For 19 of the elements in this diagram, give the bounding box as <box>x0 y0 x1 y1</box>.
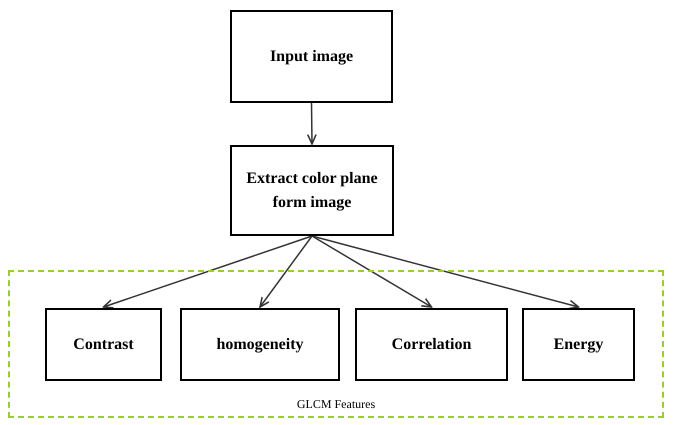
process-box <box>355 308 508 381</box>
box-label: Energy <box>552 334 604 354</box>
process-box <box>180 308 340 381</box>
box-label: Extract color plane form image <box>245 168 379 212</box>
process-box <box>230 145 394 236</box>
arrow <box>259 236 313 308</box>
process-box <box>45 308 162 381</box>
process-box <box>230 10 393 103</box>
group-frame <box>8 270 664 418</box>
arrow <box>312 235 580 310</box>
box-label: Contrast <box>72 334 135 354</box>
box-label: Input image <box>268 46 354 66</box>
arrow <box>102 235 312 309</box>
box-label: Correlation <box>390 334 472 354</box>
process-box <box>522 308 635 381</box>
group-label: GLCM Features <box>296 397 376 412</box>
arrow <box>312 235 432 308</box>
box-label: homogeneity <box>215 334 305 354</box>
arrow <box>306 102 317 145</box>
